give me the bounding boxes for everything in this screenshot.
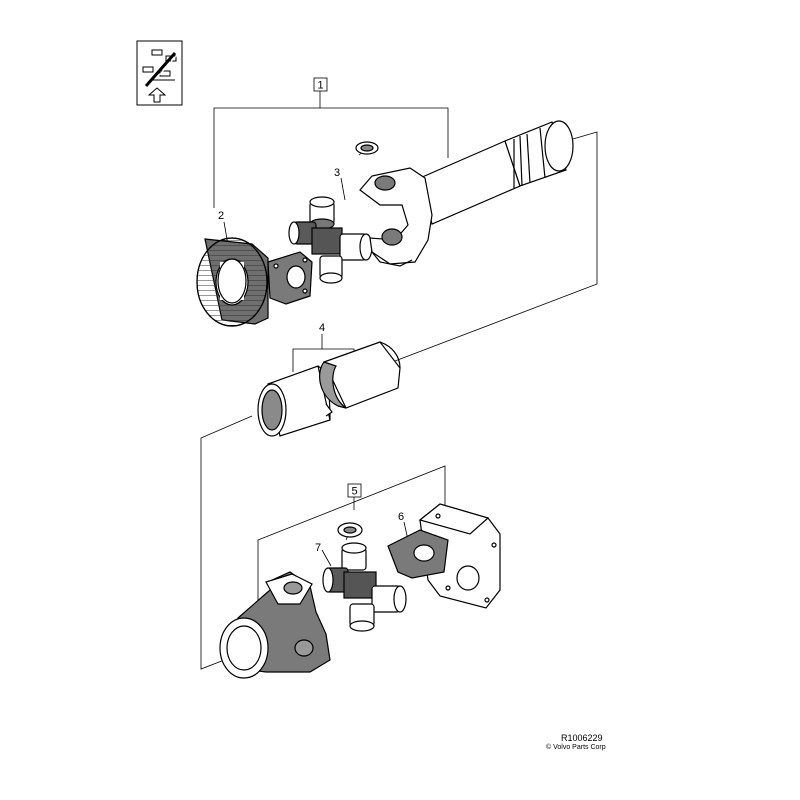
callout-1: 1 — [317, 80, 323, 92]
callout-5: 5 — [351, 486, 357, 498]
universal-joint-cross-part-7 — [322, 522, 407, 632]
callout-6: 6 — [398, 511, 404, 523]
universal-joint-cross-part-3 — [288, 141, 379, 284]
callout-4: 4 — [319, 322, 325, 334]
figure-reference-id: R1006229 — [561, 733, 603, 743]
callout-3: 3 — [334, 167, 340, 179]
callout-5-box — [347, 483, 362, 498]
sleeve-part-4 — [257, 341, 401, 437]
propeller-shaft-location-icon — [136, 40, 183, 106]
callout-labels: 1 2 3 4 5 6 7 — [218, 77, 404, 554]
propeller-shaft-part-1 — [359, 120, 574, 267]
callout-1-box — [313, 77, 328, 92]
flange-yoke-part-6 — [387, 503, 501, 609]
slip-yoke — [219, 571, 331, 679]
flange-part-2 — [196, 237, 313, 327]
callout-2: 2 — [218, 210, 224, 222]
callout-7: 7 — [315, 542, 321, 554]
copyright-notice: © Volvo Parts Corp — [546, 744, 606, 751]
